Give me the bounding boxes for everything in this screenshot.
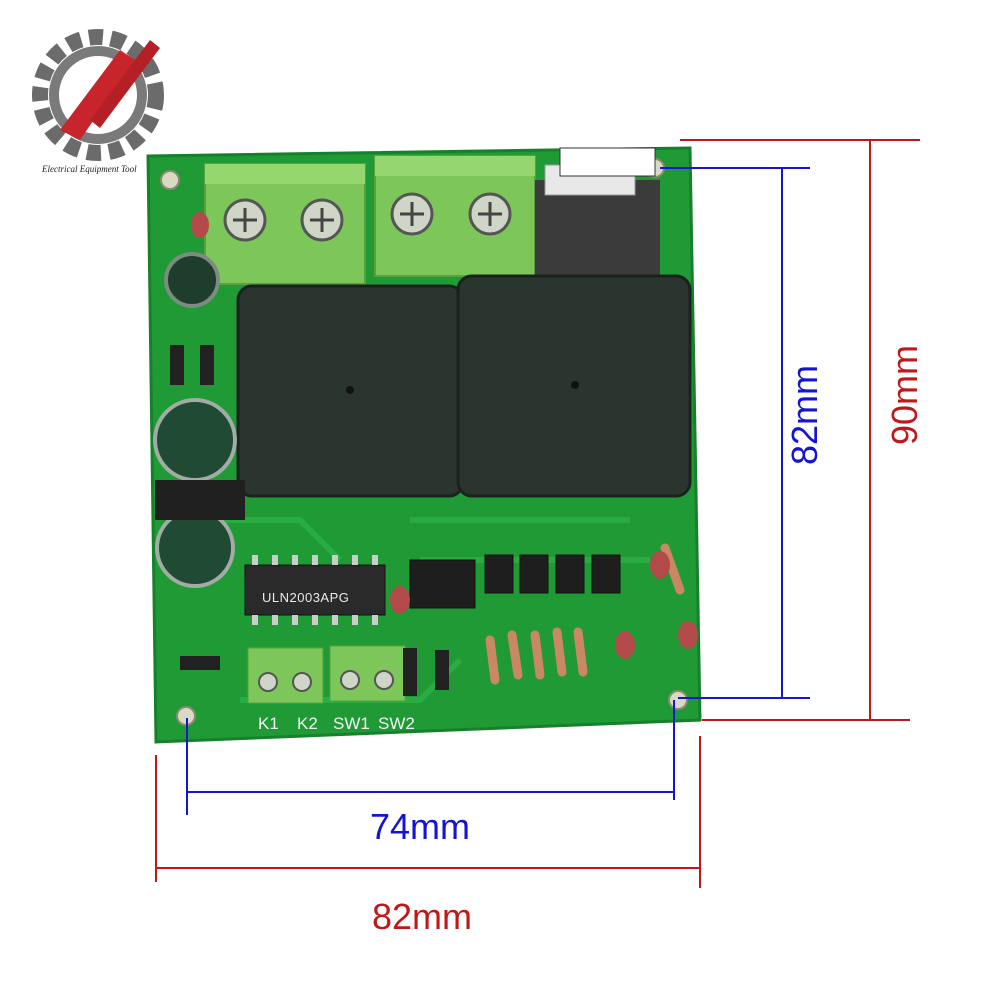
ic-chip	[244, 555, 386, 625]
width-outer-label: 82mm	[371, 896, 473, 937]
capacitors	[153, 252, 237, 588]
relay-right	[456, 274, 692, 498]
dimension-width-outer	[155, 736, 701, 888]
voltage-regulator	[155, 480, 245, 520]
brand-logo-text: Electrical Equipment Tool	[42, 164, 137, 174]
dimension-height-outer	[680, 139, 920, 721]
height-outer-label: 90mm	[884, 344, 925, 446]
gear-logo-icon	[32, 29, 164, 161]
top-terminal-block-left	[204, 163, 366, 285]
relay-left	[236, 284, 465, 498]
ceramic-capacitors	[191, 212, 698, 659]
terminal-label-sw2: SW2	[378, 714, 415, 733]
bottom-terminal-blocks	[247, 645, 406, 704]
dimension-width-inner	[186, 700, 675, 815]
diodes	[170, 345, 449, 696]
terminal-label-k1: K1	[258, 714, 279, 733]
terminal-label-k2: K2	[297, 714, 318, 733]
small-ics	[409, 554, 621, 609]
header-connector	[535, 147, 660, 275]
width-inner-label: 74mm	[369, 806, 471, 847]
height-inner-label: 82mm	[784, 364, 825, 466]
resistors	[485, 543, 685, 685]
chip-marking: ULN2003APG	[262, 590, 350, 605]
dimension-height-inner	[660, 167, 810, 699]
terminal-label-sw1: SW1	[333, 714, 370, 733]
top-terminal-block-right	[374, 155, 536, 277]
